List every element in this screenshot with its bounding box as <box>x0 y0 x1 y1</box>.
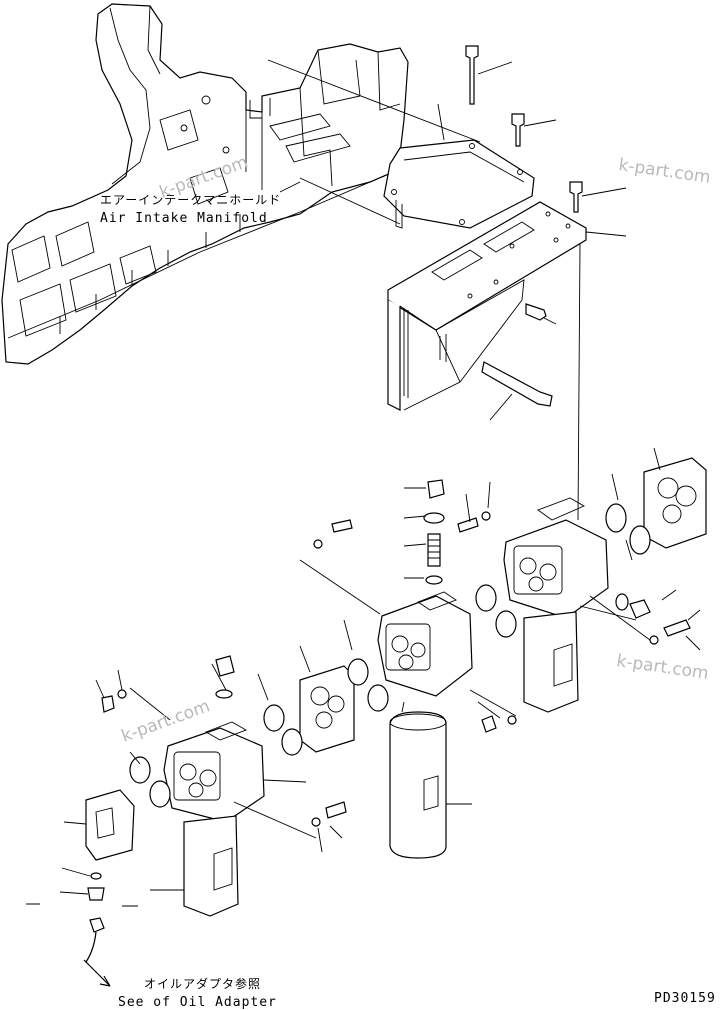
plug <box>629 599 651 619</box>
o-ring <box>605 503 627 533</box>
center-filter-head <box>377 591 473 697</box>
air-intake-manifold <box>1 3 409 365</box>
middle-spacer-plate <box>299 665 355 753</box>
right-spacer-plate <box>643 457 707 549</box>
bolts-top <box>465 45 583 407</box>
o-ring <box>629 525 651 555</box>
manifold-label-en: Air Intake Manifold <box>100 211 268 226</box>
left-cover <box>85 789 135 861</box>
watermark: k-part.com <box>617 155 711 188</box>
mounting-plate <box>383 139 535 229</box>
right-filter-head <box>503 497 609 713</box>
drawing-code: PD30159 <box>654 991 716 1006</box>
adapter-label-jp: オイルアダプタ参照 <box>144 976 261 991</box>
manifold-label-jp: エアーインテークマニホールド <box>100 193 281 207</box>
watermark: k-part.com <box>615 651 709 684</box>
adapter-label-en: See of Oil Adapter <box>118 995 277 1010</box>
filter-bracket <box>387 201 587 411</box>
center-filter-cartridge <box>389 711 472 859</box>
left-filter-head <box>163 721 265 917</box>
